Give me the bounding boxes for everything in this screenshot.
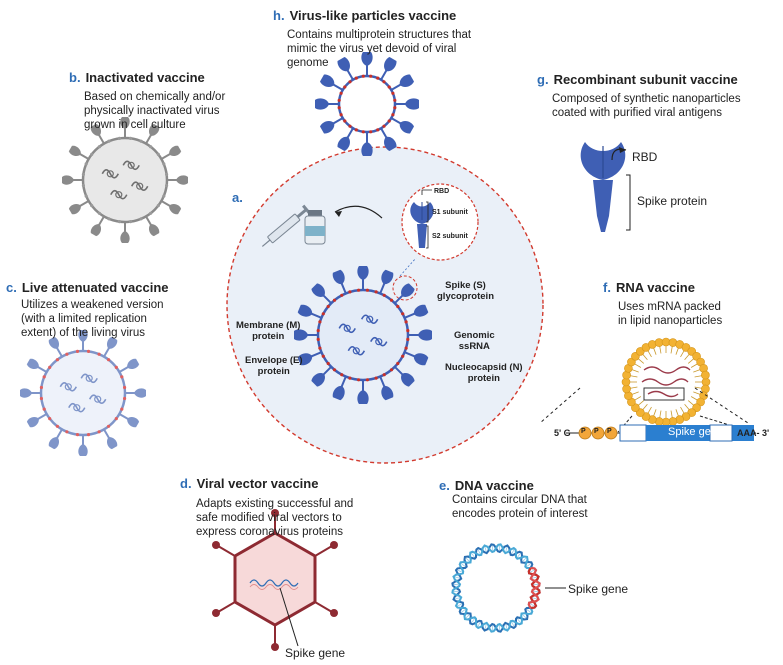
- section-b-heading: b.Inactivated vaccine: [69, 70, 205, 85]
- section-a-letter: a.: [232, 190, 243, 205]
- cap-p3: P: [607, 428, 612, 435]
- rbd-label: RBD: [632, 150, 658, 164]
- section-e-heading: e.DNA vaccine: [439, 478, 534, 493]
- section-c-description: Utilizes a weakened version(with a limit…: [21, 299, 164, 339]
- envelope-protein-label: Envelope (E)protein: [245, 355, 303, 377]
- mrna-spike-gene-label: Spike gene: [668, 426, 724, 438]
- cap-p2: P: [594, 428, 599, 435]
- nucleocapsid-protein-label: Nucleocapsid (N)protein: [445, 362, 523, 384]
- spike-glycoprotein-label: Spike (S)glycoprotein: [437, 280, 495, 302]
- spike-protein-label: Spike protein: [637, 194, 708, 208]
- recombinant-spike: [580, 142, 626, 232]
- five-prime-label: 5' G: [554, 428, 571, 438]
- section-d-heading: d.Viral vector vaccine: [180, 476, 319, 491]
- three-prime-label: AAA- 3': [737, 428, 770, 438]
- attenuated-virus: [19, 329, 147, 457]
- inactivated-virus: [61, 116, 189, 244]
- s1-subunit-label: S1 subunit: [432, 209, 468, 216]
- vial-icon: [304, 210, 326, 245]
- vlp-particle: [314, 51, 420, 157]
- section-c-heading: c.Live attenuated vaccine: [6, 280, 169, 295]
- arrow-to-syringe: [334, 205, 383, 219]
- s2-subunit-label: S2 subunit: [432, 233, 468, 240]
- coronavirus-virion: [293, 265, 433, 405]
- vector-spike-gene-label: Spike gene: [285, 646, 346, 660]
- spike-zoom-circle: [401, 183, 479, 261]
- section-h-heading: h.Virus-like particles vaccine: [273, 8, 457, 23]
- lipid-nanoparticle: [621, 337, 711, 427]
- plasmid-dna: [451, 543, 541, 633]
- viral-vector-capsid: [212, 509, 338, 651]
- section-g-heading: g.Recombinant subunit vaccine: [537, 72, 738, 87]
- section-f-heading: f.RNA vaccine: [603, 280, 695, 295]
- dna-spike-gene-label: Spike gene: [568, 582, 629, 596]
- mrna-construct: [566, 424, 756, 442]
- syringe-icon: [261, 204, 311, 247]
- membrane-protein-label: Membrane (M)protein: [236, 320, 301, 342]
- rbd-label-small: RBD: [434, 188, 450, 195]
- cap-p1: P: [581, 428, 586, 435]
